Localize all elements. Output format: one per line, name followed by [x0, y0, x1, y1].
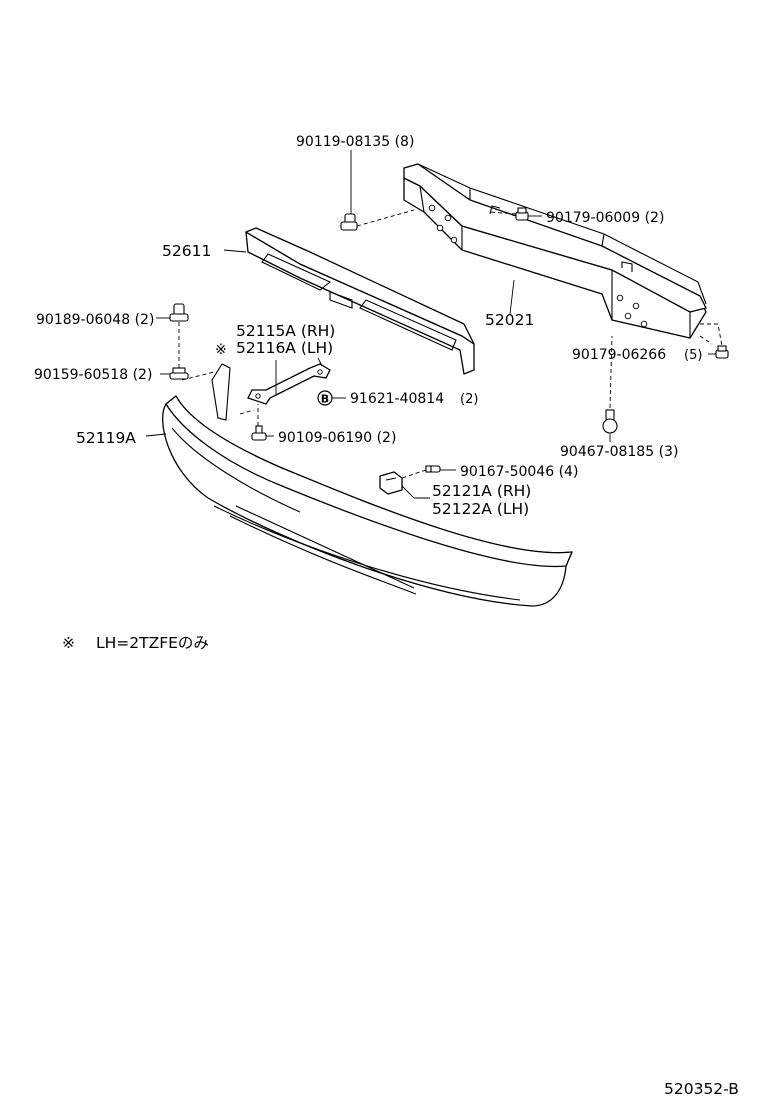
rivet-symbol: B: [321, 393, 329, 406]
label-bracket-lh: 52122A (LH): [432, 500, 529, 518]
bumper-stay: [247, 363, 331, 405]
nut-90179-06009-icon: [515, 207, 529, 221]
label-nut-90179-06009: 90179-06009 (2): [546, 210, 664, 226]
nut-90189-icon: [169, 303, 189, 322]
note-text: LH=2TZFEのみ: [96, 634, 209, 652]
label-nut-90179-06266-qty: (5): [684, 348, 702, 363]
leader-lines: [145, 150, 723, 499]
bolt-90109-icon: [251, 425, 267, 441]
diagram-ref-code: 520352-B: [664, 1080, 739, 1098]
screw-90159-icon: [169, 367, 189, 380]
screw-90167-icon: [425, 465, 441, 473]
label-rivet-91621: 91621-40814: [350, 391, 444, 407]
label-screw-90167: 90167-50046 (4): [460, 464, 578, 480]
label-cover-52611: 52611: [162, 242, 211, 260]
label-nut-90179-06266: 90179-06266: [572, 347, 666, 363]
label-rivet-qty: (2): [460, 392, 478, 407]
label-nut-90189: 90189-06048 (2): [36, 312, 154, 328]
label-bolt-90109: 90109-06190 (2): [278, 430, 396, 446]
label-bolt-90119: 90119-08135 (8): [296, 134, 414, 150]
label-bumper-52119A: 52119A: [76, 429, 136, 447]
rivet-symbol-icon: B: [317, 390, 333, 406]
bumper-reinforcement: [403, 163, 707, 339]
label-reinforcement-52021: 52021: [485, 311, 534, 329]
label-screw-90159: 90159-60518 (2): [34, 367, 152, 383]
clip-90467-icon: [602, 409, 618, 434]
bumper-cover: [162, 363, 573, 607]
bumper-side-bracket: [379, 471, 403, 495]
label-stay-lh: 52116A (LH): [236, 339, 333, 357]
bumper-cover-upper: [245, 227, 475, 375]
label-bracket-rh: 52121A (RH): [432, 482, 531, 500]
bolt-90119-icon: [340, 213, 358, 231]
label-clip-90467: 90467-08185 (3): [560, 444, 678, 460]
note-mark: ※: [62, 634, 75, 652]
note-mark-stay: ※: [215, 342, 227, 358]
label-stay-rh: 52115A (RH): [236, 322, 335, 340]
nut-90179-06266-icon: [715, 345, 729, 359]
